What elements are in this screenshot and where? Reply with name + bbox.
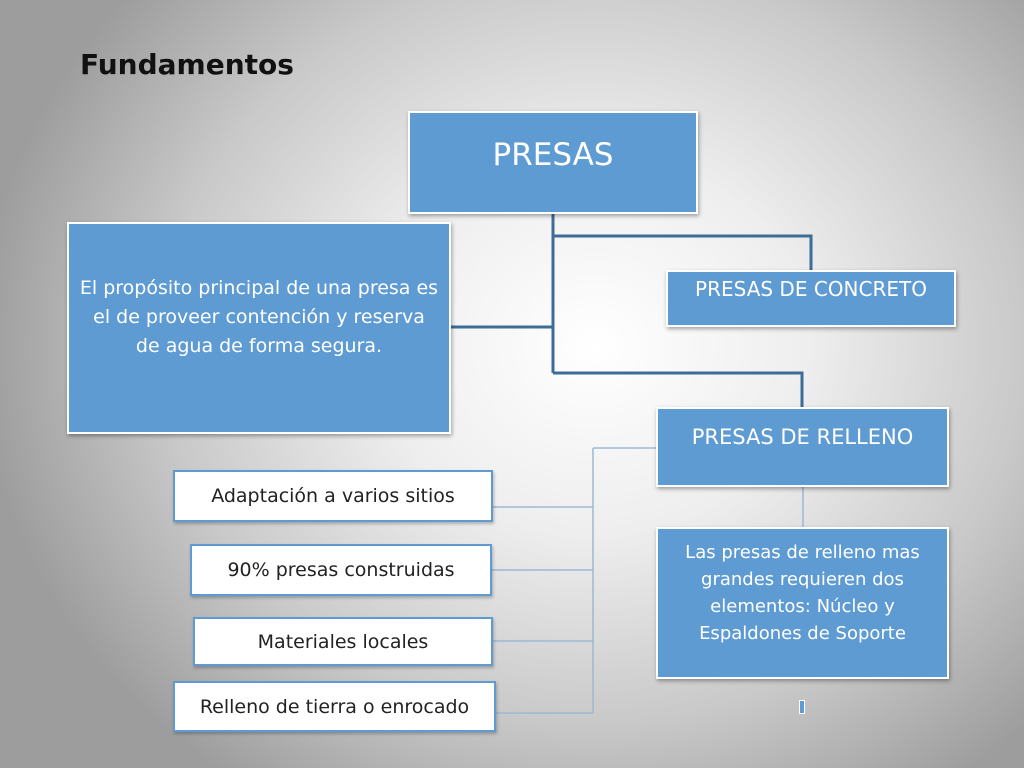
attribute-box: Adaptación a varios sitios	[173, 470, 493, 522]
node-presas-label: PRESAS	[492, 137, 614, 173]
node-presas-de-relleno-label: PRESAS DE RELLENO	[691, 425, 914, 449]
node-presas-de-relleno: PRESAS DE RELLENO	[656, 407, 949, 487]
attribute-box: Materiales locales	[193, 617, 493, 666]
slide-title: Fundamentos	[80, 48, 294, 81]
small-marker	[799, 700, 805, 714]
node-purpose-text: El propósito principal de una presa es e…	[79, 277, 439, 357]
node-presas: PRESAS	[408, 111, 698, 214]
node-presas-de-concreto-label: PRESAS DE CONCRETO	[695, 277, 927, 301]
attribute-label: Adaptación a varios sitios	[211, 485, 455, 507]
connector-to-relleno	[553, 371, 804, 407]
attribute-label: Materiales locales	[257, 630, 429, 653]
attribute-box: 90% presas construidas	[190, 544, 492, 596]
attribute-label: 90% presas construidas	[227, 559, 455, 581]
node-purpose: El propósito principal de una presa es e…	[67, 222, 451, 434]
node-presas-de-concreto: PRESAS DE CONCRETO	[666, 270, 956, 327]
node-relleno-description-text: Las presas de relleno mas grandes requie…	[685, 542, 920, 644]
attribute-label: Relleno de tierra o enrocado	[199, 695, 470, 718]
connector-to-concrete	[553, 234, 813, 270]
attribute-box: Relleno de tierra o enrocado	[173, 681, 496, 732]
node-relleno-description: Las presas de relleno mas grandes requie…	[656, 527, 949, 679]
